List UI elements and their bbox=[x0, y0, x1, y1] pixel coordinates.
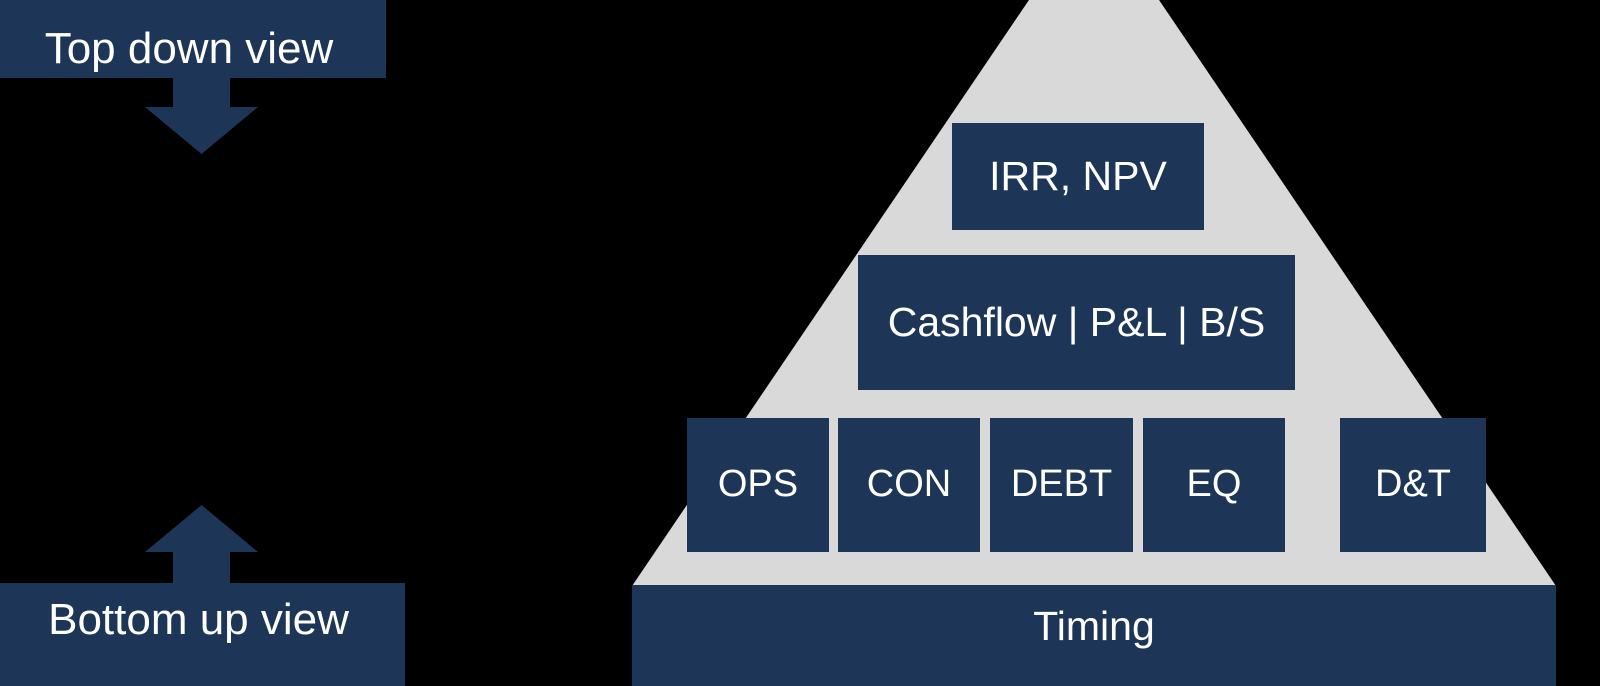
pillar-eq-box: EQ bbox=[1143, 418, 1285, 552]
pillar-eq-label: EQ bbox=[1186, 463, 1242, 506]
top-down-view-label: Top down view bbox=[44, 23, 334, 73]
pillar-dt-label: D&T bbox=[1375, 463, 1451, 506]
pillar-con-box: CON bbox=[838, 418, 980, 552]
top-down-view-box: Top down view bbox=[0, 0, 386, 78]
pillar-ops-box: OPS bbox=[687, 418, 829, 552]
tier-irr-npv-label: IRR, NPV bbox=[989, 152, 1167, 199]
pillar-ops-label: OPS bbox=[717, 463, 799, 506]
down-arrow-icon bbox=[145, 77, 258, 154]
bottom-up-view-box: Bottom up view bbox=[0, 583, 405, 686]
pillar-debt-box: DEBT bbox=[990, 418, 1133, 552]
tier-cashflow-label: Cashflow | P&L | B/S bbox=[887, 298, 1266, 345]
base-timing-label: Timing bbox=[1033, 603, 1155, 649]
tier-cashflow-box: Cashflow | P&L | B/S bbox=[858, 255, 1295, 390]
pillar-con-label: CON bbox=[866, 463, 952, 506]
bottom-up-view-label: Bottom up view bbox=[48, 595, 349, 644]
tier-irr-npv-box: IRR, NPV bbox=[952, 123, 1204, 230]
pillar-debt-label: DEBT bbox=[1010, 463, 1113, 506]
pillar-dt-box: D&T bbox=[1340, 418, 1486, 552]
up-arrow-icon bbox=[145, 505, 258, 584]
base-timing-bar: Timing bbox=[632, 585, 1556, 686]
